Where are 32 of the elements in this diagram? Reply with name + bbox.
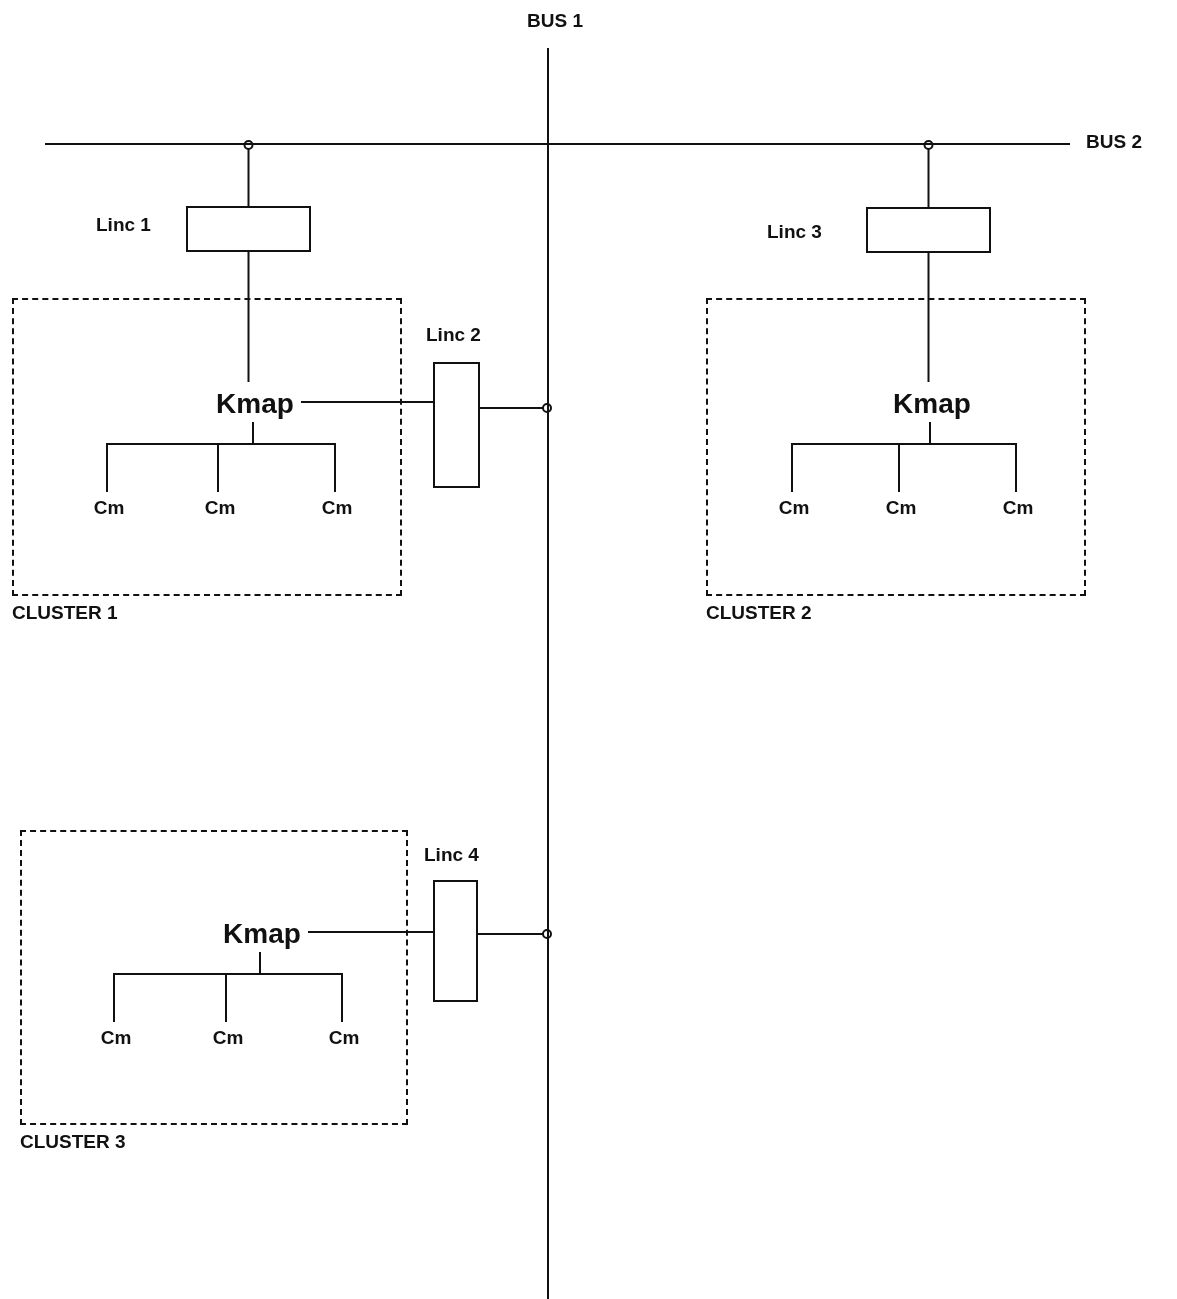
connector-line bbox=[307, 931, 434, 933]
cluster-label: CLUSTER 2 bbox=[706, 602, 812, 624]
connector-line bbox=[252, 421, 336, 493]
cm-label: Cm bbox=[315, 494, 359, 522]
linc-label: Linc 2 bbox=[426, 324, 481, 346]
connector-line bbox=[300, 401, 434, 403]
connector-line bbox=[927, 252, 930, 383]
connector-line bbox=[923, 140, 934, 208]
kmap-label: Kmap bbox=[214, 914, 310, 954]
connector-line bbox=[479, 403, 552, 413]
cm-label: Cm bbox=[94, 1024, 138, 1052]
linc-label: Linc 1 bbox=[96, 214, 151, 236]
cm-label: Cm bbox=[879, 494, 923, 522]
bus-label: BUS 2 bbox=[1086, 131, 1142, 153]
connector-line bbox=[929, 421, 1017, 493]
cm-label: Cm bbox=[198, 494, 242, 522]
cm-label: Cm bbox=[87, 494, 131, 522]
linc-label: Linc 4 bbox=[424, 844, 479, 866]
cm-label: Cm bbox=[996, 494, 1040, 522]
connector-line bbox=[477, 929, 552, 939]
connector-line bbox=[247, 251, 250, 383]
cm-label: Cm bbox=[206, 1024, 250, 1052]
cm-label: Cm bbox=[322, 1024, 366, 1052]
connector-line bbox=[259, 951, 343, 1023]
connector-line bbox=[243, 140, 254, 207]
cluster-label: CLUSTER 1 bbox=[12, 602, 118, 624]
bus-label: BUS 1 bbox=[527, 10, 583, 32]
kmap-label: Kmap bbox=[207, 384, 303, 424]
cluster-label: CLUSTER 3 bbox=[20, 1131, 126, 1153]
kmap-label: Kmap bbox=[884, 384, 980, 424]
linc-label: Linc 3 bbox=[767, 221, 822, 243]
cm-label: Cm bbox=[772, 494, 816, 522]
